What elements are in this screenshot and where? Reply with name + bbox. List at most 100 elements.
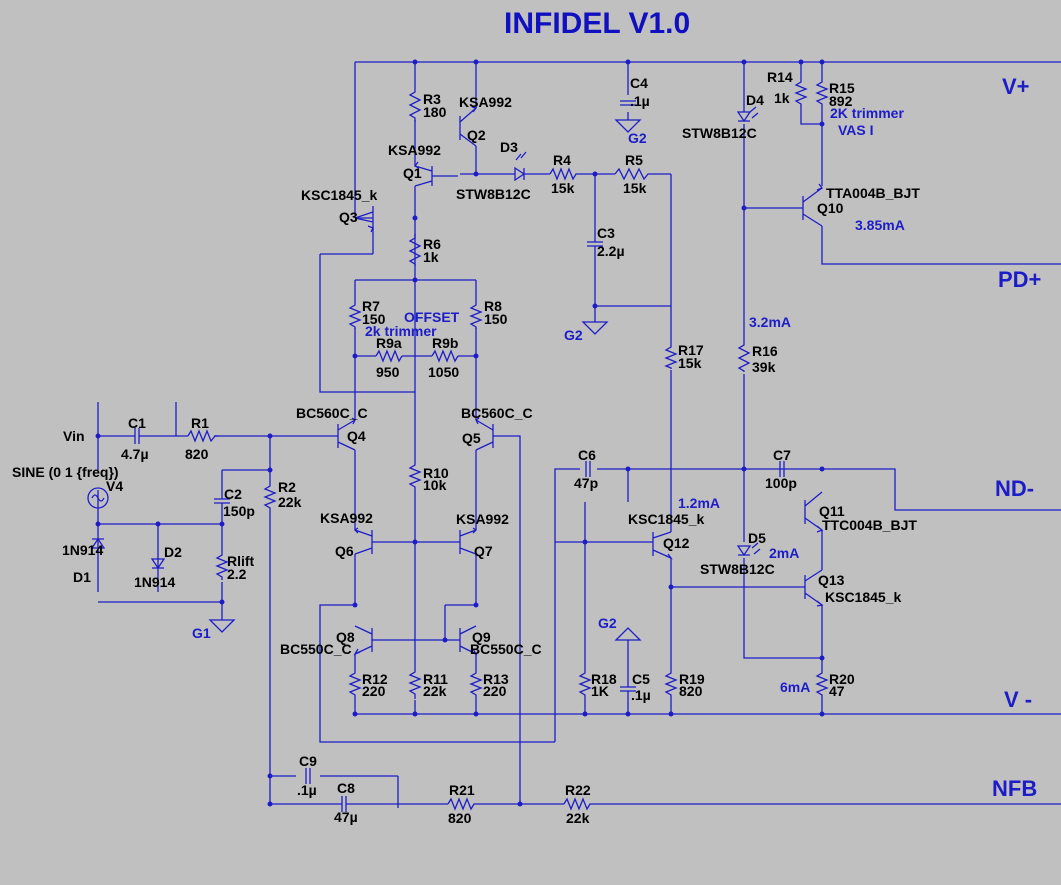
resistor-r9b xyxy=(431,349,459,363)
r19-value: 820 xyxy=(679,683,703,699)
resistor-r21 xyxy=(447,797,476,811)
r22-ref: R22 xyxy=(565,782,591,798)
q10-current: 3.85mA xyxy=(855,217,905,233)
capacitor-c8 xyxy=(332,796,356,812)
r9a-ref: R9a xyxy=(376,335,402,351)
transistor-q4 xyxy=(337,417,356,451)
resistor-r20 xyxy=(815,670,829,700)
r15-ref: R15 xyxy=(829,80,855,96)
r13-ref: R13 xyxy=(483,671,509,687)
r7-ref: R7 xyxy=(362,298,380,314)
resistor-r10 xyxy=(408,462,422,490)
diode-d2 xyxy=(150,558,166,570)
d5-ref: D5 xyxy=(748,530,766,546)
q7-ref: Q7 xyxy=(474,543,493,559)
c2-value: 150p xyxy=(223,503,255,519)
d3-model: STW8B12C xyxy=(456,186,531,202)
q11-model: TTC004B_BJT xyxy=(822,517,917,533)
resistor-r2 xyxy=(263,484,277,510)
q1-model: KSA992 xyxy=(388,142,441,158)
r18-ref: R18 xyxy=(591,671,617,687)
r4-value: 15k xyxy=(551,180,575,196)
r1-ref: R1 xyxy=(191,415,209,431)
r7-value: 150 xyxy=(362,311,386,327)
q9-model: BC550C_C xyxy=(470,641,542,657)
d5-model: STW8B12C xyxy=(700,561,775,577)
r11-ref: R11 xyxy=(423,671,448,687)
r19-ref: R19 xyxy=(679,671,705,687)
source-ref: V4 xyxy=(106,478,123,494)
r2-ref: R2 xyxy=(278,479,296,495)
r20-value: 47 xyxy=(829,683,845,699)
r13-value: 220 xyxy=(483,683,507,699)
r12-value: 220 xyxy=(362,683,386,699)
resistor-r12 xyxy=(348,670,362,700)
transistor-q8 xyxy=(353,625,373,656)
transistor-q2 xyxy=(459,106,478,147)
c3-value: 2.2µ xyxy=(597,243,625,259)
c3-ref: C3 xyxy=(597,225,615,241)
c6-value: 47p xyxy=(574,475,598,491)
r8-value: 150 xyxy=(484,311,508,327)
rlift-value: 2.2 xyxy=(227,566,247,582)
ground-label-g2c: G2 xyxy=(598,615,617,631)
c7-ref: C7 xyxy=(773,447,791,463)
transistor-q3 xyxy=(354,206,374,233)
r6-ref: R6 xyxy=(423,236,441,252)
r4-ref: R4 xyxy=(553,152,571,168)
c9-ref: C9 xyxy=(299,753,317,769)
capacitor-c3 xyxy=(587,230,603,258)
c4-ref: C4 xyxy=(630,75,648,91)
r14-ref: R14 xyxy=(767,69,793,85)
sine-source-v4 xyxy=(87,487,109,509)
q13-model: KSC1845_k xyxy=(825,589,901,605)
r3-ref: R3 xyxy=(423,91,441,107)
d4-model: STW8B12C xyxy=(682,125,757,141)
resistor-r17 xyxy=(664,344,678,369)
r6-value: 1k xyxy=(423,249,439,265)
capacitor-c9 xyxy=(305,768,311,784)
offset-label: OFFSET xyxy=(404,309,460,325)
q10-ref: Q10 xyxy=(817,200,844,216)
resistor-r19 xyxy=(664,670,678,700)
transistor-q12 xyxy=(652,531,673,560)
resistor-r13 xyxy=(469,670,483,700)
resistor-r15 xyxy=(815,80,829,106)
q12-model: KSC1845_k xyxy=(628,511,704,527)
c8-ref: C8 xyxy=(337,780,355,796)
rail-label-vminus: V - xyxy=(1004,687,1032,712)
q2-model: KSA992 xyxy=(459,94,512,110)
c5-ref: C5 xyxy=(632,671,650,687)
resistor-r7 xyxy=(348,302,362,329)
c7-value: 100p xyxy=(765,475,797,491)
d3-ref: D3 xyxy=(500,139,518,155)
r22-value: 22k xyxy=(566,810,590,826)
c5-value: .1µ xyxy=(631,687,651,703)
ground-layer xyxy=(208,119,642,641)
ground-g1 xyxy=(208,619,236,633)
q13-ref: Q13 xyxy=(818,572,845,588)
d2-model: 1N914 xyxy=(134,574,175,590)
c8-value: 47µ xyxy=(334,809,358,825)
r5-ref: R5 xyxy=(625,152,643,168)
q5-ref: Q5 xyxy=(462,430,481,446)
r18-value: 1K xyxy=(591,683,609,699)
resistor-r18 xyxy=(578,670,592,700)
capacitor-c5 xyxy=(620,678,636,700)
capacitor-c2 xyxy=(214,492,230,510)
rail-label-vplus: V+ xyxy=(1002,74,1030,99)
resistor-r11 xyxy=(408,668,422,699)
transistor-q7 xyxy=(459,527,478,555)
d5-current: 2mA xyxy=(769,545,799,561)
q3-model: KSC1845_k xyxy=(301,187,377,203)
schematic-title: INFIDEL V1.0 xyxy=(504,7,690,40)
q11-ref: Q11 xyxy=(819,503,845,519)
vas-trim-label: 2K trimmer xyxy=(830,105,904,121)
q8-ref: Q8 xyxy=(336,629,355,645)
rail-label-pdplus: PD+ xyxy=(998,267,1041,292)
c2-ref: C2 xyxy=(224,486,242,502)
r20-current: 6mA xyxy=(780,679,810,695)
resistor-r6 xyxy=(408,234,422,266)
resistor-layer xyxy=(187,80,829,811)
